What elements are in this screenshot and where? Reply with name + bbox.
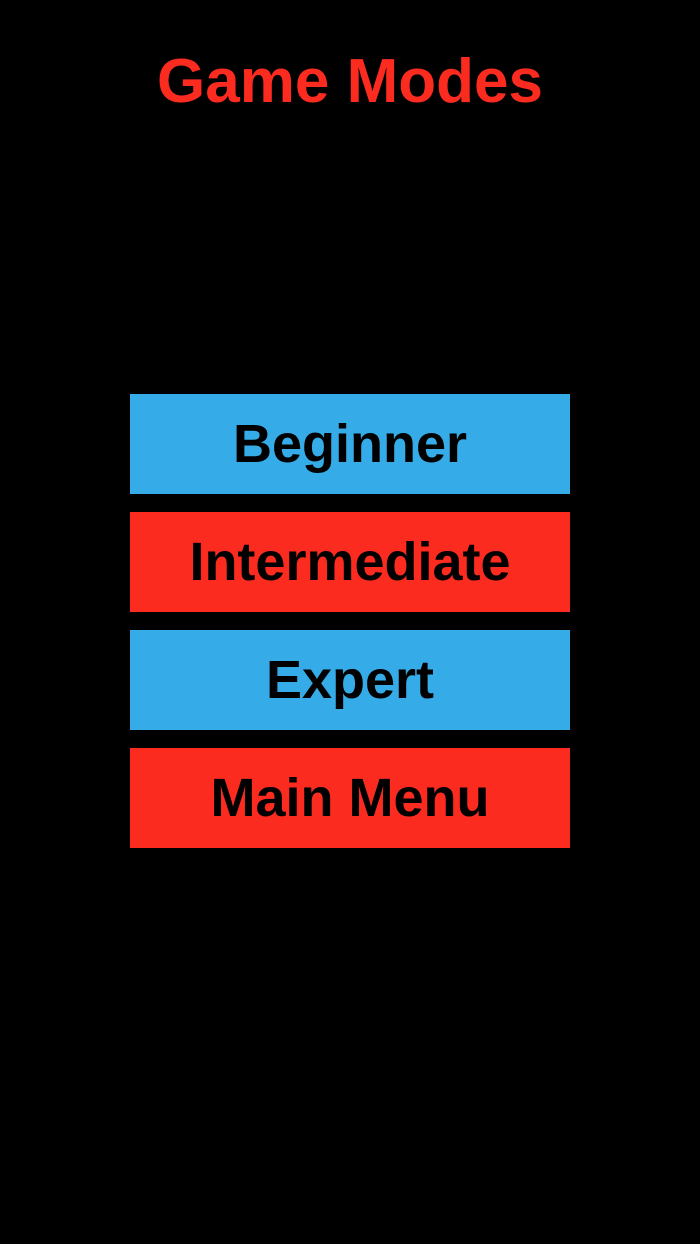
intermediate-button[interactable]: Intermediate [130,512,570,612]
expert-button[interactable]: Expert [130,630,570,730]
main-menu-button[interactable]: Main Menu [130,748,570,848]
page-title: Game Modes [157,47,543,116]
beginner-button[interactable]: Beginner [130,394,570,494]
mode-menu: Beginner Intermediate Expert Main Menu [130,394,570,848]
